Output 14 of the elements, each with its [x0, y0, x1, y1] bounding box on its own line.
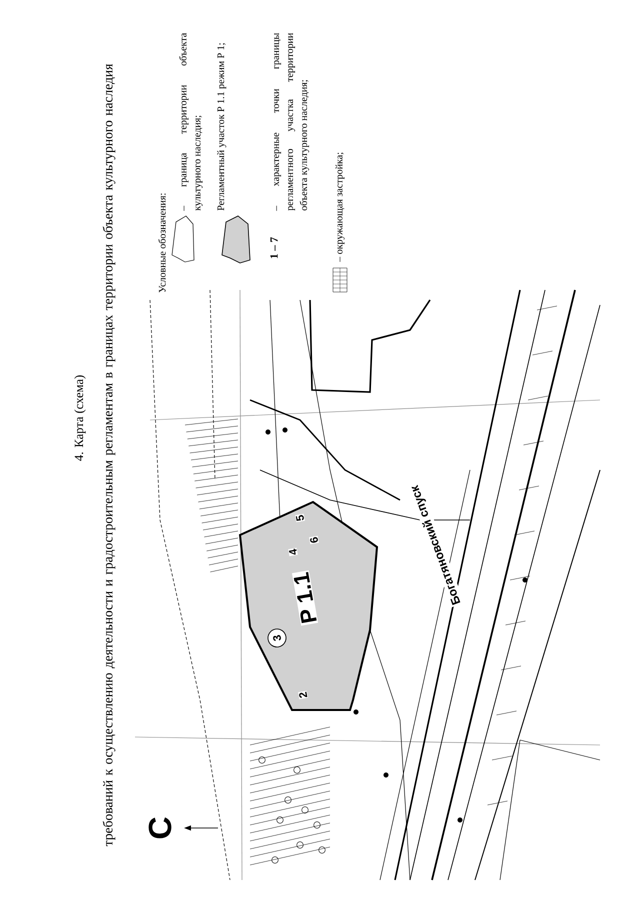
- legend-symbol: 1 – 7: [270, 237, 278, 258]
- legend-text: – граница территории объекта культурного наследия;: [179, 32, 203, 211]
- north-letter: С: [148, 817, 172, 838]
- legend-text: – окружающая застройка;: [336, 152, 344, 262]
- map-caption: требований к осуществлению деятельности и градостроительным регламентам в границах территории объекта культурного наследия: [102, 64, 116, 846]
- point-number: 4: [288, 548, 298, 556]
- legend-text: Регламентный участок Р 1.1 режим Р 1;: [217, 43, 226, 210]
- map-title: 4. Карта (схема): [74, 375, 86, 461]
- point-number: 2: [298, 690, 308, 700]
- point-number: 6: [309, 536, 319, 544]
- legend-heading: Условные обозначения:: [158, 194, 166, 292]
- legend-text: – характерные точки границы регламентного участка территории объекта культурного наследия;: [274, 33, 310, 211]
- point-number: 3: [268, 628, 286, 648]
- point-number: 5: [295, 514, 305, 522]
